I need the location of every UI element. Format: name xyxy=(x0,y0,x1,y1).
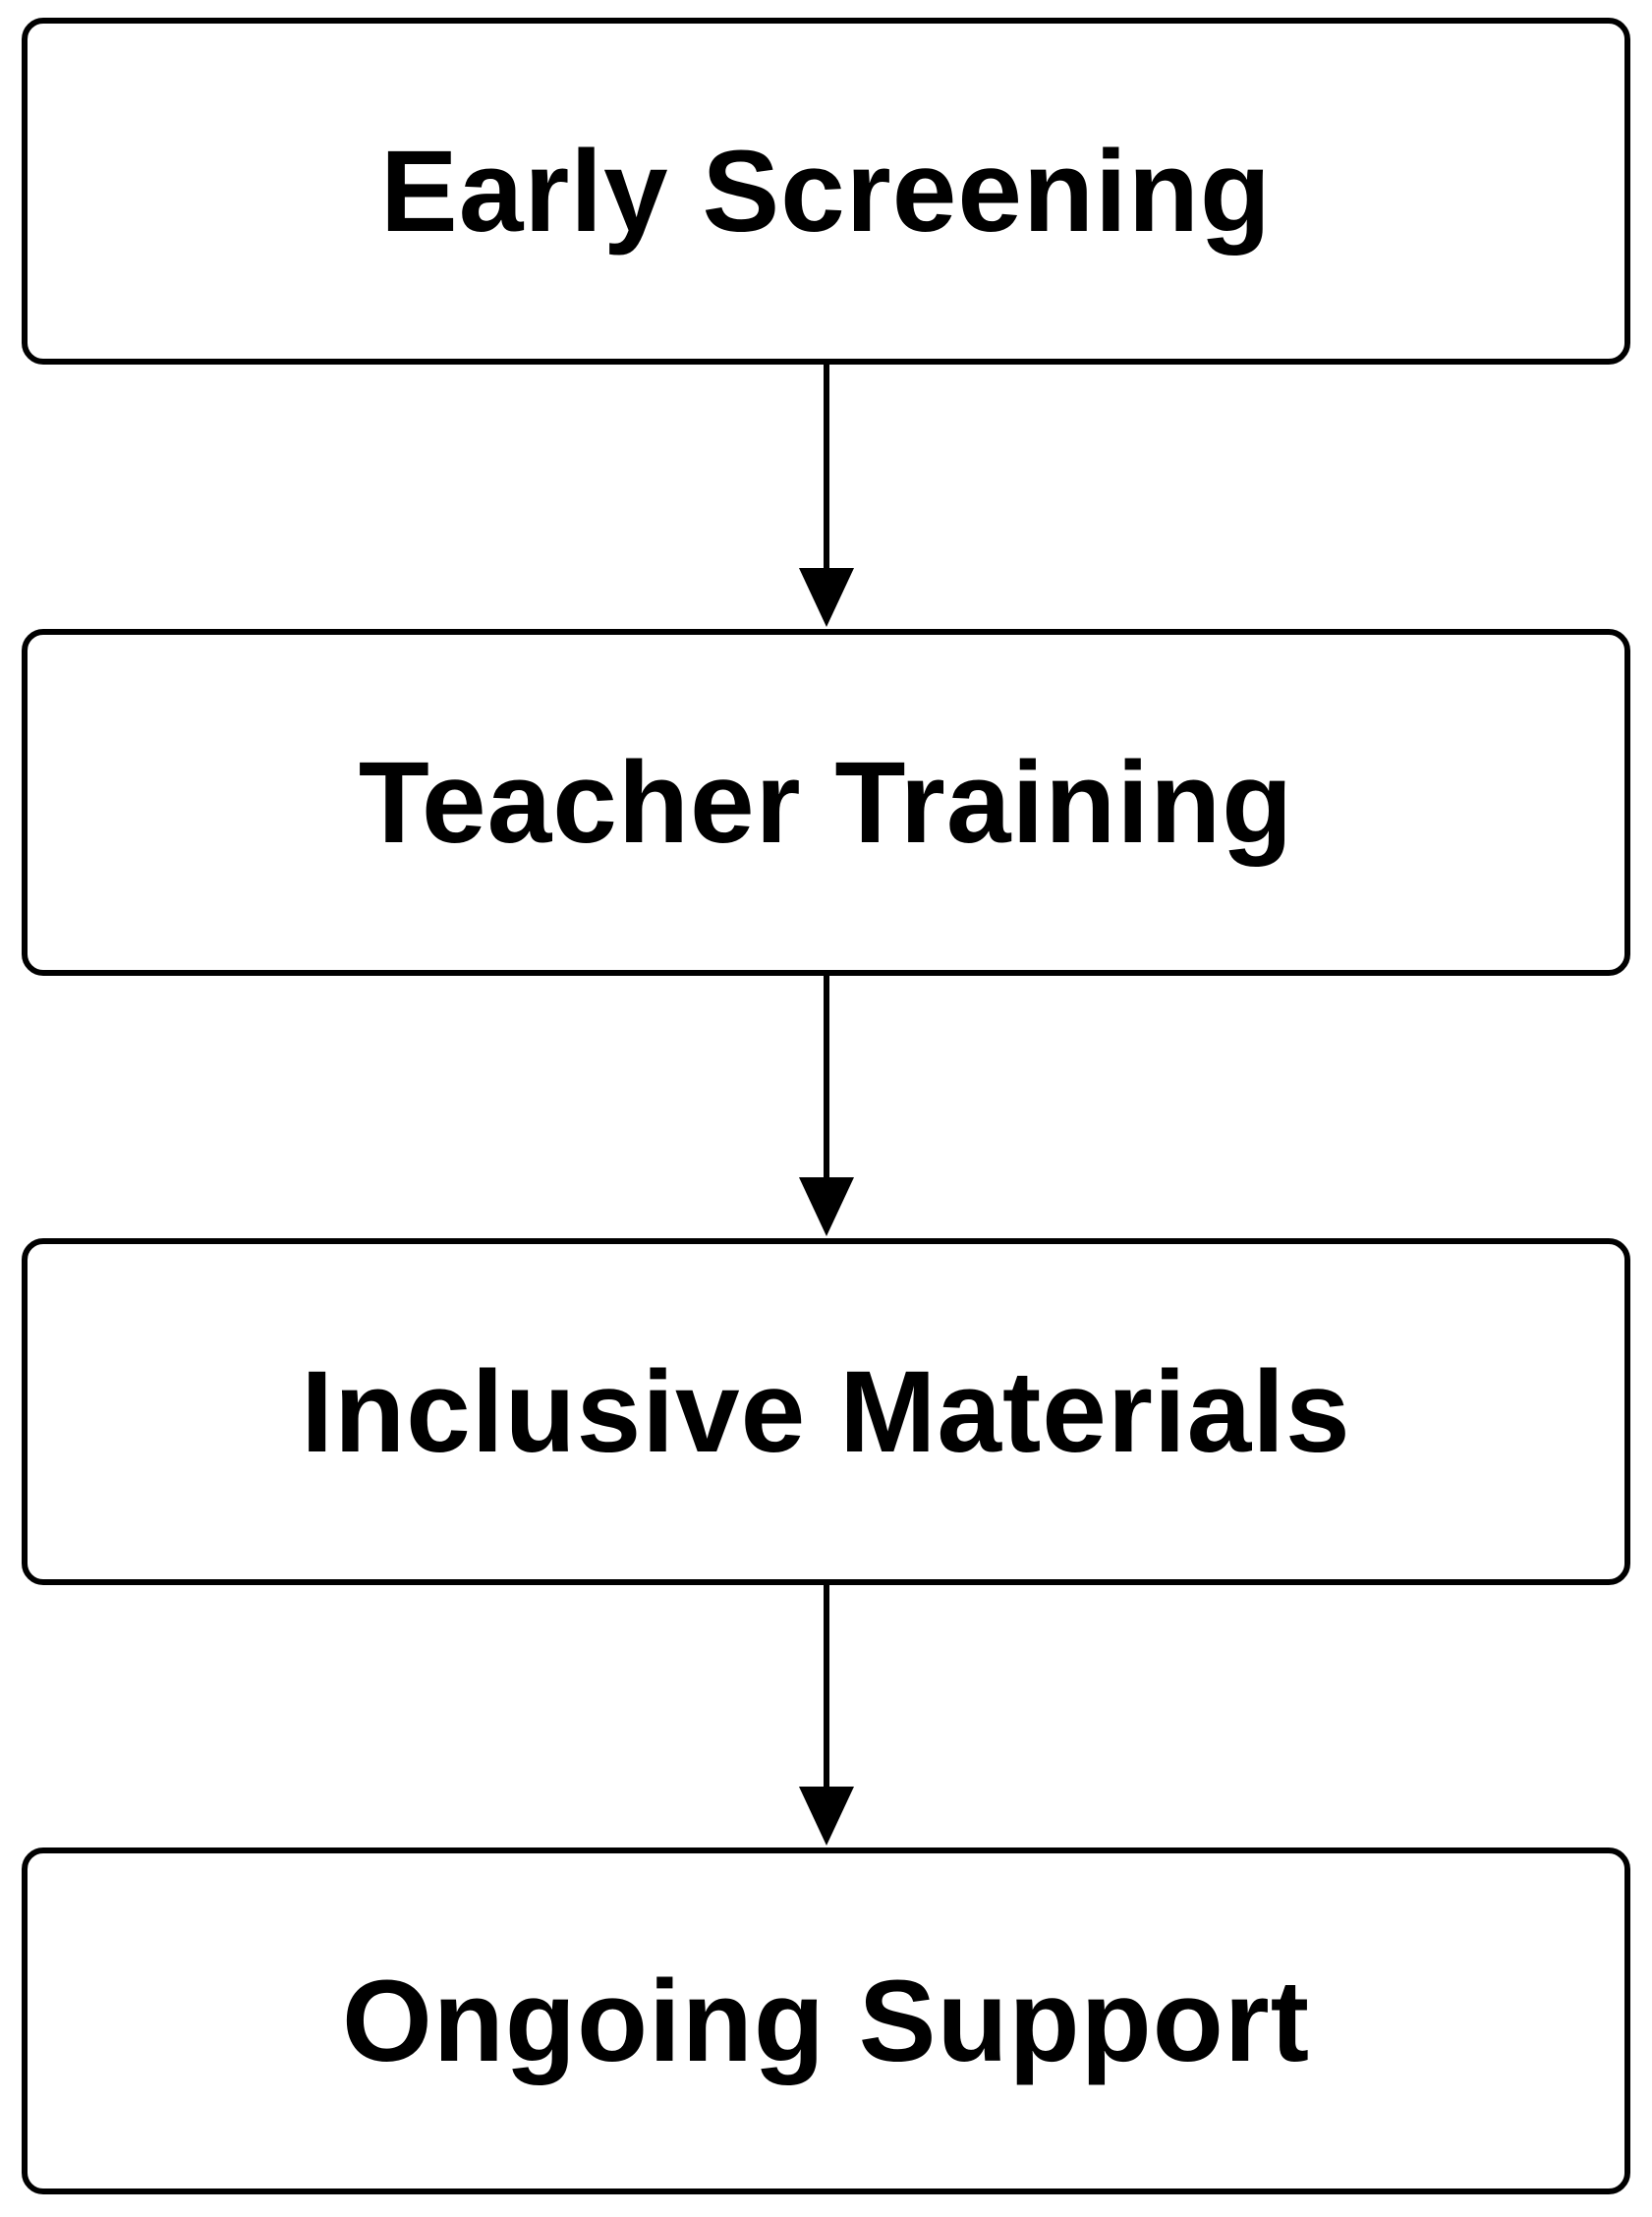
step-label: Teacher Training xyxy=(358,737,1294,868)
step-label: Ongoing Support xyxy=(342,1956,1310,2086)
step-box-ongoing-support: Ongoing Support xyxy=(22,1848,1630,2194)
arrow-inclusive-materials-to-ongoing-support xyxy=(799,1585,854,1846)
arrow-teacher-training-to-inclusive-materials xyxy=(799,976,854,1236)
step-label: Inclusive Materials xyxy=(301,1346,1351,1477)
step-box-early-screening: Early Screening xyxy=(22,18,1630,365)
arrow-early-screening-to-teacher-training xyxy=(799,365,854,627)
step-box-inclusive-materials: Inclusive Materials xyxy=(22,1238,1630,1585)
step-box-teacher-training: Teacher Training xyxy=(22,629,1630,976)
step-label: Early Screening xyxy=(380,126,1272,256)
